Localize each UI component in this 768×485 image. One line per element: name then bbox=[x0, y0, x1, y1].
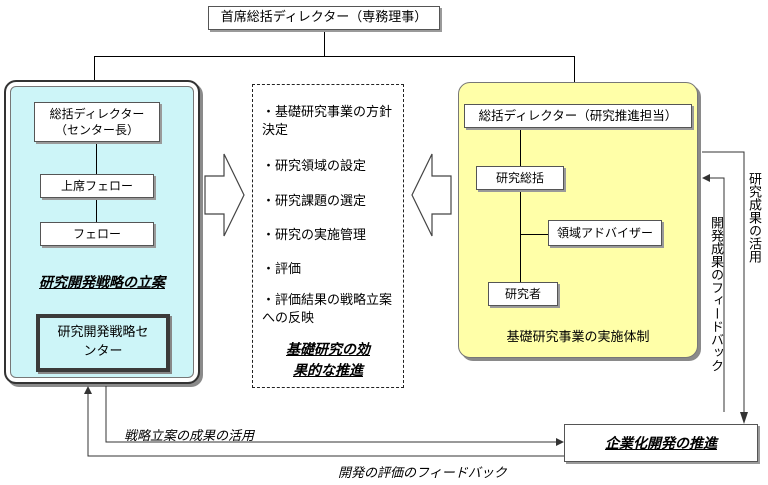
chief-director-label: 首席総括ディレクター（専務理事） bbox=[220, 10, 428, 26]
area-advisor-label: 領域アドバイザー bbox=[556, 225, 653, 240]
area-advisor-box: 領域アドバイザー bbox=[548, 220, 662, 246]
task-item-selection: ・研究課題の選定 bbox=[262, 194, 367, 209]
eval-feedback-text: 開発の評価のフィードバック bbox=[338, 466, 507, 481]
senior-fellow-box: 上席フェロー bbox=[40, 174, 154, 198]
task-item-evaluation: ・評価 bbox=[262, 262, 302, 277]
right-tree-vertical bbox=[520, 190, 521, 282]
task-item-feedback: ・評価結果の戦略立案への反映 bbox=[262, 293, 393, 326]
strategy-center-box: 研究開発戦略センター bbox=[36, 314, 170, 372]
right-tree-branch bbox=[520, 234, 548, 235]
right-drop-line bbox=[574, 56, 575, 84]
right-hollow-arrow-icon bbox=[204, 153, 245, 237]
director-center-head-label: 総括ディレクター（センター長） bbox=[49, 106, 145, 137]
research-supervisor-label: 研究総括 bbox=[495, 170, 544, 185]
left-hollow-arrow-icon bbox=[411, 153, 452, 237]
effective-promotion-label: 基礎研究の効果的な推進 bbox=[286, 342, 370, 379]
strategy-center-label: 研究開発戦略センター bbox=[57, 325, 149, 359]
right-tree-top bbox=[520, 128, 521, 166]
dev-feedback-text: 開発成果のフィードバック bbox=[708, 216, 723, 372]
fellow-label: フェロー bbox=[72, 226, 121, 241]
basic-research-tasks-panel bbox=[252, 84, 404, 388]
top-connector-vertical bbox=[324, 30, 325, 56]
top-connector-horizontal bbox=[94, 56, 574, 57]
senior-fellow-label: 上席フェロー bbox=[60, 178, 133, 193]
implementation-system-label: 基礎研究事業の実施体制 bbox=[506, 329, 650, 345]
research-supervisor-box: 研究総括 bbox=[476, 166, 564, 190]
director-research-box: 総括ディレクター（研究推進担当） bbox=[464, 104, 692, 128]
director-center-head-box: 総括ディレクター（センター長） bbox=[34, 102, 160, 142]
task-item-policy: ・基礎研究事業の方針決定 bbox=[262, 105, 393, 138]
chief-director-box: 首席総括ディレクター（専務理事） bbox=[208, 6, 440, 30]
fellow-box: フェロー bbox=[40, 222, 154, 246]
bottom-arrows-icon bbox=[84, 386, 564, 457]
results-use-text: 研究成果の活用 bbox=[746, 172, 761, 263]
task-item-management: ・研究の実施管理 bbox=[262, 228, 367, 243]
director-research-label: 総括ディレクター（研究推進担当） bbox=[478, 107, 678, 123]
researcher-label: 研究者 bbox=[504, 286, 541, 301]
task-item-area: ・研究領域の設定 bbox=[262, 159, 367, 174]
enterprise-development-box: 企業化開発の推進 bbox=[564, 424, 758, 462]
left-drop-line bbox=[94, 56, 95, 82]
enterprise-development-label: 企業化開発の推進 bbox=[605, 436, 717, 452]
researcher-box: 研究者 bbox=[488, 282, 558, 306]
strategy-planning-label: 研究開発戦略の立案 bbox=[39, 275, 165, 291]
feedback-arrows-icon bbox=[702, 151, 748, 424]
strategy-use-text: 戦略立案の成果の活用 bbox=[124, 429, 255, 444]
